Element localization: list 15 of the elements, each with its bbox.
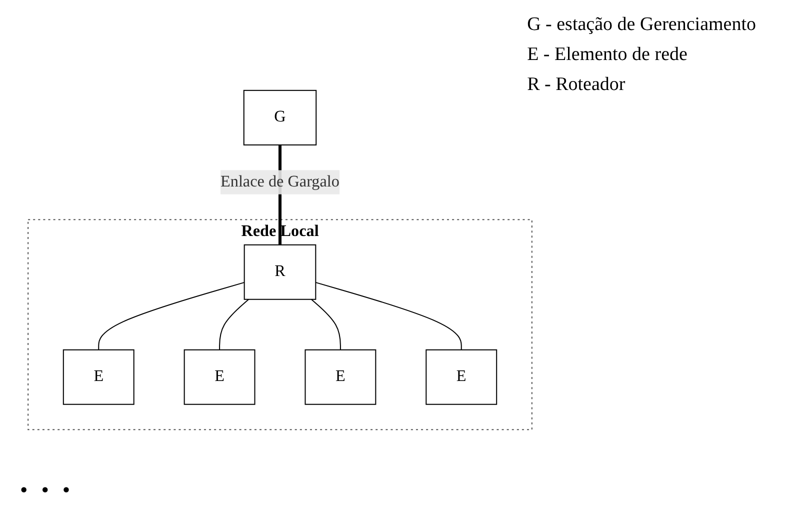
legend-text: E - Elemento de rede [527, 43, 688, 67]
connector [311, 298, 341, 350]
node-box: R [244, 244, 316, 300]
node-box: E [184, 349, 256, 405]
connector [98, 282, 244, 350]
node-box: E [426, 349, 498, 405]
edge-label: Enlace de Gargalo [220, 173, 340, 190]
connector [316, 282, 462, 350]
ellipsis-mark: • • • [20, 477, 74, 503]
connector [219, 298, 249, 350]
legend-text: R - Roteador [527, 73, 626, 97]
node-box: G [243, 90, 317, 146]
node-box: E [62, 349, 134, 405]
node-box: E [304, 349, 376, 405]
legend-text: G - estação de Gerenciamento [527, 13, 756, 37]
